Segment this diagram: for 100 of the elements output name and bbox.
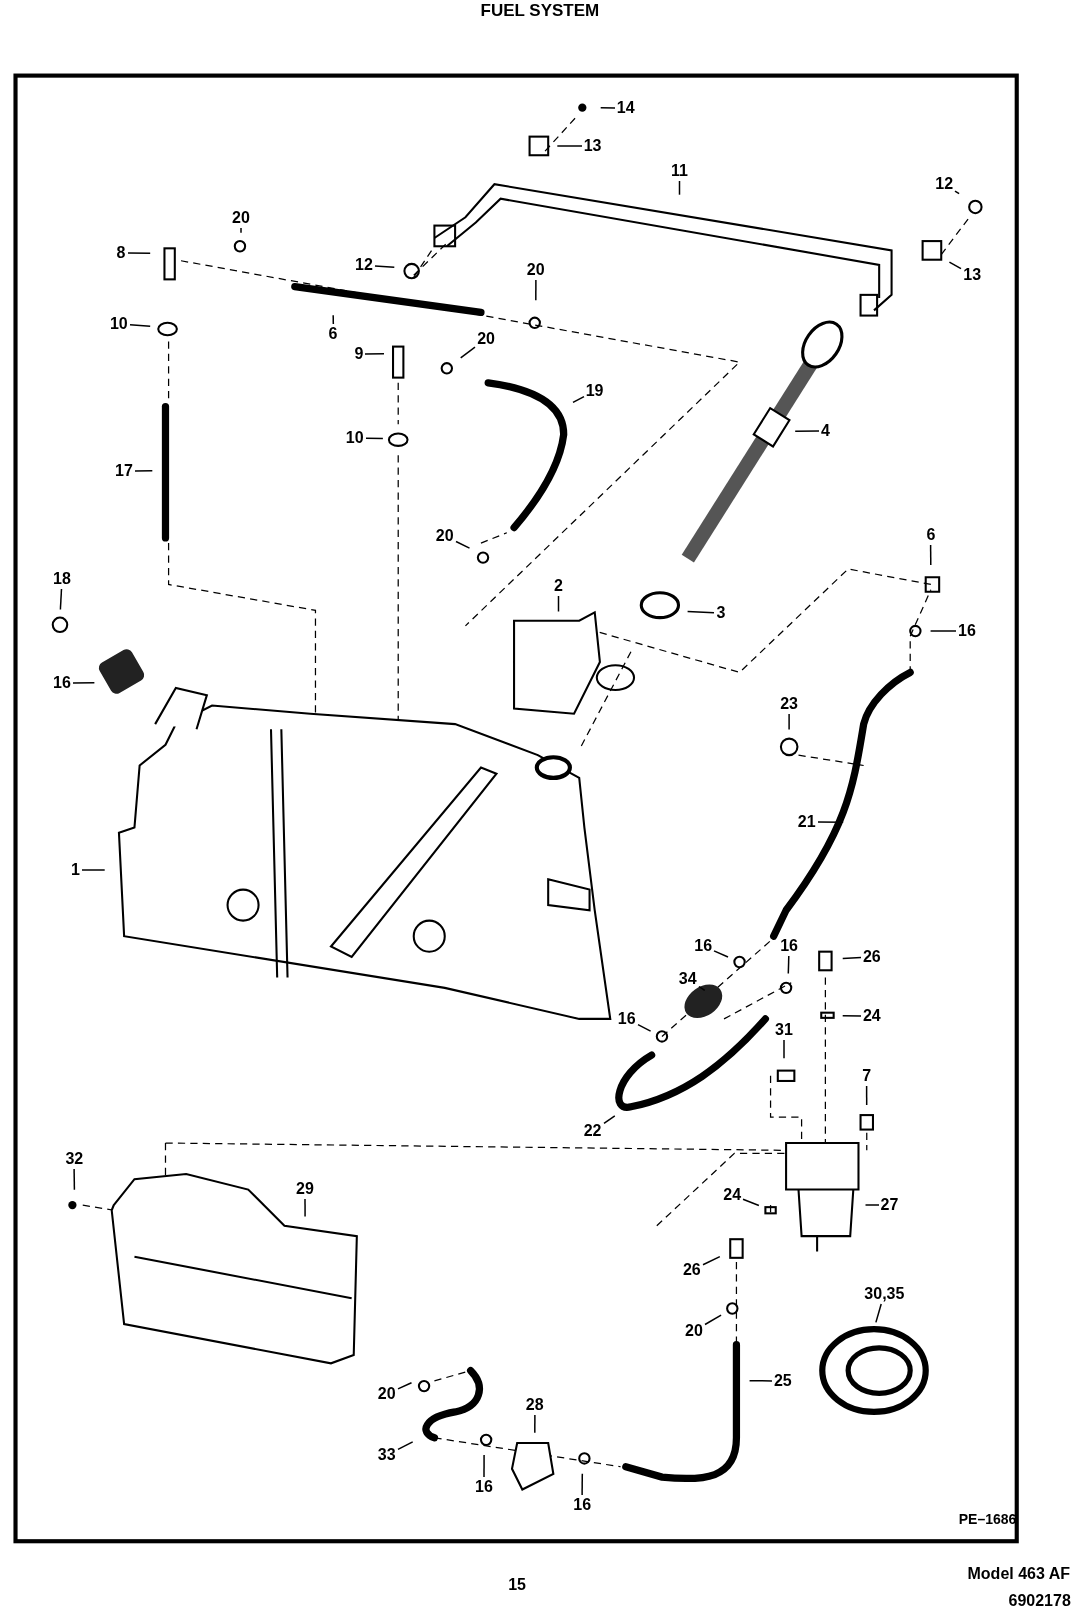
callout-number: 13 [583,137,602,154]
model-number: Model 463 AF [967,1566,1071,1583]
callout-number: 20 [685,1323,703,1340]
leader-line [134,469,154,472]
callout-number: 25 [773,1372,792,1389]
leader-line [365,437,384,440]
callout-number: 4 [820,423,830,440]
callout-number: 12 [935,176,954,193]
leader-line [581,1472,584,1496]
callout-number: 20 [477,331,495,348]
callout-number: 24 [862,1007,881,1024]
leader-line [397,1381,413,1390]
callout-number: 11 [671,162,688,179]
callout-number: 21 [797,814,816,831]
callout-number: 13 [963,267,982,284]
callout-number: 10 [345,429,364,446]
drawing-code: PE–1686 [958,1512,1017,1527]
leader-line [535,279,537,301]
callout-number: 6 [926,526,936,543]
callout-number: 6 [328,326,338,343]
leader-line [556,145,583,147]
leader-line [788,713,790,731]
callout-number: 20 [526,261,545,278]
leader-line [948,261,962,270]
leader-line [599,106,616,109]
callout-number: 33 [377,1447,396,1464]
callout-number: 22 [583,1122,602,1139]
leader-line [364,353,385,355]
callout-number: 16 [694,938,713,955]
leader-line [929,544,932,566]
callout-number: 18 [53,571,71,588]
leader-line [557,595,560,613]
leader-line [603,1115,616,1125]
callout-number: 30,35 [864,1285,905,1302]
callout-number: 26 [682,1262,701,1279]
leader-line [686,610,715,614]
leader-line [841,956,862,960]
leader-line [742,1198,760,1207]
callout-number: 16 [573,1496,592,1513]
callout-number: 8 [116,245,126,262]
callout-number: 27 [880,1196,899,1213]
leader-line [127,252,151,255]
leader-line [483,1454,485,1478]
callout-number: 16 [53,674,71,691]
callout-number: 17 [115,462,133,479]
leader-line [698,985,706,992]
callout-number: 20 [435,527,454,544]
callout-number: 2 [554,578,563,595]
leader-line [704,1314,722,1326]
leader-line [929,630,957,632]
leader-line [748,1380,773,1382]
callout-number: 20 [377,1386,396,1403]
leader-line [455,540,471,549]
leader-line [332,314,335,325]
leader-line [783,1039,785,1060]
part-number: 6902178 [1008,1593,1071,1610]
callout-number: 26 [862,948,881,965]
leader-line [73,1168,76,1191]
callout-number: 34 [678,971,697,988]
callout-number: 16 [780,938,798,955]
leader-line [864,1204,880,1206]
callout-number: 16 [617,1010,636,1027]
callout-number: 14 [616,99,635,116]
leader-line [397,1441,414,1451]
callout-number: 23 [780,696,798,713]
leader-line [817,821,844,823]
callout-number: 12 [355,256,373,273]
callout-number: 9 [354,345,364,362]
leader-line [637,1023,652,1032]
callout-number: 10 [109,315,128,332]
leader-line [572,395,585,404]
leader-line [841,1015,862,1017]
leader-line [702,1255,721,1266]
callout-number: 29 [296,1181,314,1198]
callout-number: 16 [475,1479,493,1496]
leader-line [81,869,106,871]
leader-line [72,681,96,684]
page-number: 15 [508,1576,526,1593]
leader-line [875,1303,882,1324]
leader-line [534,1414,536,1434]
leader-line [240,227,242,234]
leader-line [713,950,729,958]
callout-number: 24 [723,1186,742,1203]
leader-line [129,324,151,328]
leader-line [374,265,396,269]
leader-line [954,190,960,195]
leader-line [787,955,790,975]
callout-number: 20 [232,210,250,227]
callout-number: 32 [65,1151,84,1168]
page-title: FUEL SYSTEM [480,1,600,19]
callout-number: 1 [71,861,80,878]
leader-line [304,1198,306,1218]
callout-number: 3 [716,605,726,622]
leader-line [59,588,63,611]
callout-number: 31 [775,1022,793,1039]
leader-line [865,1085,868,1106]
leader-line [459,346,476,359]
leader-line [794,430,820,433]
callout-number: 19 [585,382,604,399]
callout-number: 16 [958,622,976,639]
